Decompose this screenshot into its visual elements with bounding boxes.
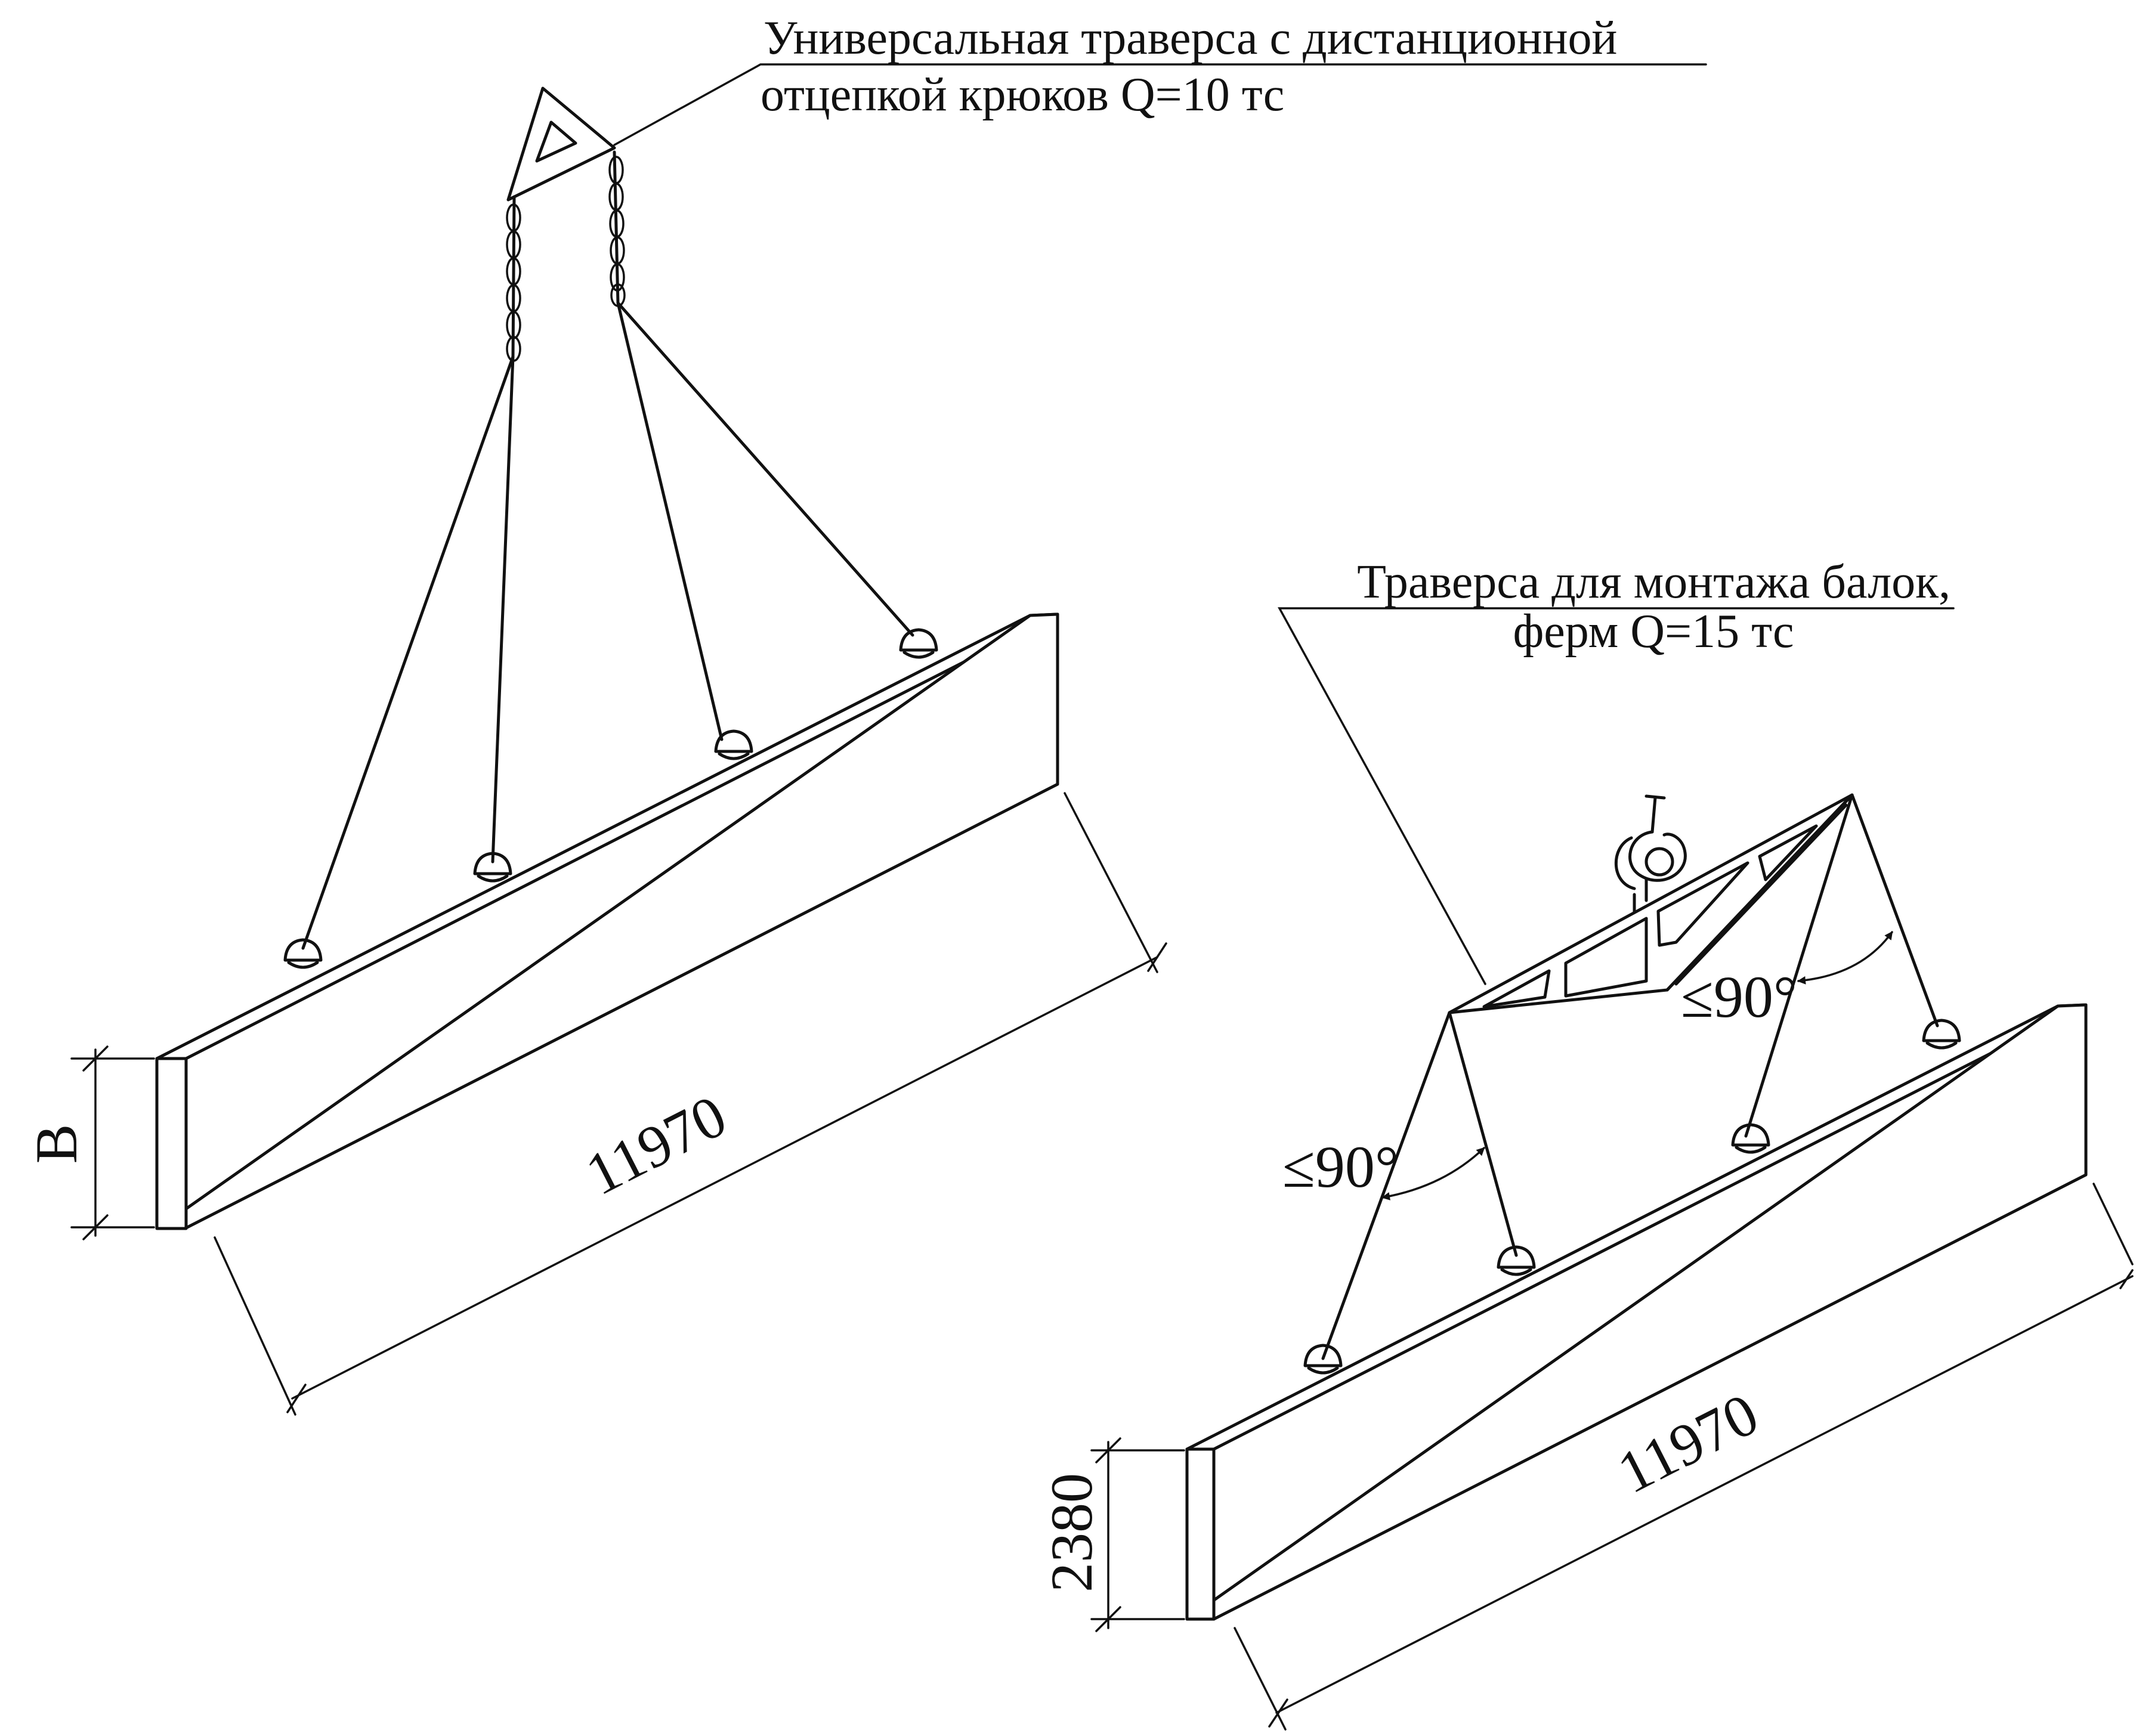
lifting-hook-icon — [714, 729, 753, 760]
left-beam — [155, 612, 1059, 1230]
lifting-hook-icon — [473, 852, 512, 883]
left-angle-arc — [1381, 1147, 1485, 1200]
right-angle-arc — [1797, 931, 1893, 985]
right-callout-leader — [1278, 607, 1955, 985]
crane-hook-icon — [1614, 794, 1687, 914]
left-length-dimension — [214, 792, 1167, 1416]
lifting-hook-icon — [1922, 1019, 1961, 1050]
lifting-hook-icon — [1303, 1344, 1343, 1375]
left-hooks — [283, 628, 938, 969]
right-scheme: ≤90° ≤90° — [1038, 556, 2134, 1731]
right-height-label: 2380 — [1038, 1473, 1105, 1592]
lifting-hook-icon — [1731, 1123, 1770, 1154]
left-height-dimension — [70, 1045, 155, 1240]
left-chains — [506, 150, 626, 362]
universal-traverse — [506, 86, 616, 202]
right-height-dimension — [1090, 1437, 1185, 1632]
right-callout-line2: ферм Q=15 тс — [1513, 605, 1794, 658]
right-angle-label: ≤90° — [1681, 964, 1797, 1030]
beam-traverse — [1448, 793, 1854, 1014]
right-hooks — [1303, 1019, 1961, 1375]
left-scheme: B 11970 Универсальная траверса с дистанц… — [23, 12, 1707, 1416]
left-callout-line1: Универсальная траверса с дистанционной — [763, 12, 1617, 64]
left-length-label: 11970 — [576, 1082, 737, 1208]
left-callout-line2: отцепкой крюков Q=10 тс — [761, 69, 1284, 121]
left-angle-label: ≤90° — [1282, 1134, 1399, 1200]
left-height-label: B — [23, 1124, 89, 1164]
lifting-hook-icon — [1497, 1245, 1536, 1276]
right-beam — [1185, 1003, 2088, 1621]
left-callout-leader — [613, 63, 1707, 146]
lifting-hook-icon — [899, 628, 938, 659]
right-length-dimension — [1234, 1183, 2134, 1731]
lifting-hook-icon — [283, 938, 323, 969]
right-callout-line1: Траверса для монтажа балок, — [1357, 556, 1950, 608]
left-slings — [301, 301, 914, 950]
